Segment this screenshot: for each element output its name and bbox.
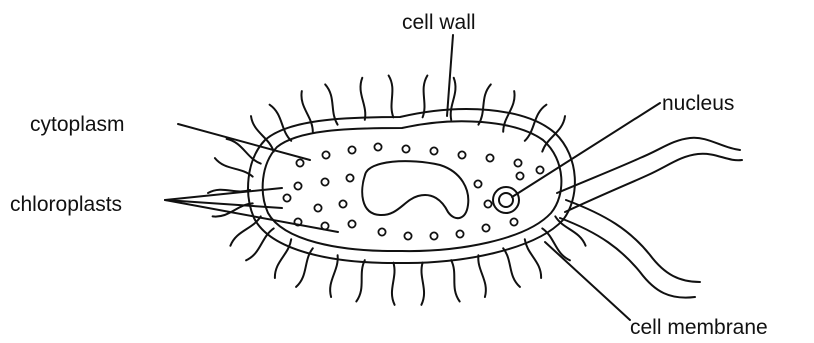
cilium xyxy=(451,78,456,120)
chloroplast-dot xyxy=(402,145,409,152)
pointer-nucleus xyxy=(512,103,660,197)
cilium xyxy=(330,255,338,297)
chloroplast-dot xyxy=(516,172,523,179)
pointer-chloroplast-3 xyxy=(165,200,338,232)
chloroplast-dot xyxy=(321,178,328,185)
cilium xyxy=(421,263,424,305)
cilium xyxy=(389,76,394,118)
cilium xyxy=(525,239,541,278)
chloroplast-dot xyxy=(510,218,517,225)
cilium xyxy=(230,216,260,245)
label-cytoplasm: cytoplasm xyxy=(30,114,125,135)
nucleus-inner xyxy=(499,193,513,207)
nucleus-outer xyxy=(493,187,519,213)
chloroplast-dot xyxy=(346,174,353,181)
cilium xyxy=(542,116,565,152)
flagellum-upper-2 xyxy=(565,154,742,212)
chloroplast-dot xyxy=(474,180,481,187)
cilium xyxy=(301,91,312,132)
label-cell-wall: cell wall xyxy=(402,12,476,33)
cilium xyxy=(503,248,520,287)
pointer-cell-membrane xyxy=(545,242,630,320)
chloroplast-dot xyxy=(321,222,328,229)
chloroplast-dot xyxy=(294,182,301,189)
chloroplast-dot xyxy=(486,154,493,161)
chloroplast-dot xyxy=(514,159,521,166)
cilium xyxy=(246,228,274,260)
chloroplast-dot xyxy=(374,143,381,150)
cilium xyxy=(215,158,253,177)
label-nucleus: nucleus xyxy=(662,93,734,114)
chloroplast-dot xyxy=(322,151,329,158)
chloroplast-dot xyxy=(458,151,465,158)
cilium xyxy=(360,78,365,120)
vacuole-shape xyxy=(362,161,468,218)
cell-membrane-outline xyxy=(263,121,562,251)
cilium xyxy=(392,263,395,305)
chloroplast-dot xyxy=(536,166,543,173)
chloroplast-dot xyxy=(296,159,303,166)
chloroplast-dot xyxy=(430,232,437,239)
cilium xyxy=(478,255,486,297)
cilium xyxy=(451,260,460,301)
cilium xyxy=(356,260,365,301)
chloroplast-dot xyxy=(378,228,385,235)
flagellum-lower xyxy=(566,200,700,282)
flagellum-lower-2 xyxy=(560,218,695,298)
chloroplast-dot xyxy=(339,200,346,207)
flagellum-upper xyxy=(557,138,740,193)
label-chloroplasts: chloroplasts xyxy=(10,194,122,215)
chloroplast-dot xyxy=(484,200,491,207)
cilium xyxy=(478,84,490,124)
chloroplast-dot xyxy=(283,194,290,201)
pointer-cytoplasm xyxy=(178,124,310,160)
chloroplast-dots xyxy=(283,143,543,239)
chloroplast-dot xyxy=(430,147,437,154)
chloroplast-dot xyxy=(404,232,411,239)
label-cell-membrane: cell membrane xyxy=(630,317,768,338)
chloroplast-dot xyxy=(348,146,355,153)
cilium xyxy=(296,248,313,287)
chloroplast-dot xyxy=(314,204,321,211)
cilium xyxy=(555,216,585,245)
chloroplast-dot xyxy=(482,224,489,231)
chloroplast-dot xyxy=(348,220,355,227)
chloroplast-dot xyxy=(456,230,463,237)
